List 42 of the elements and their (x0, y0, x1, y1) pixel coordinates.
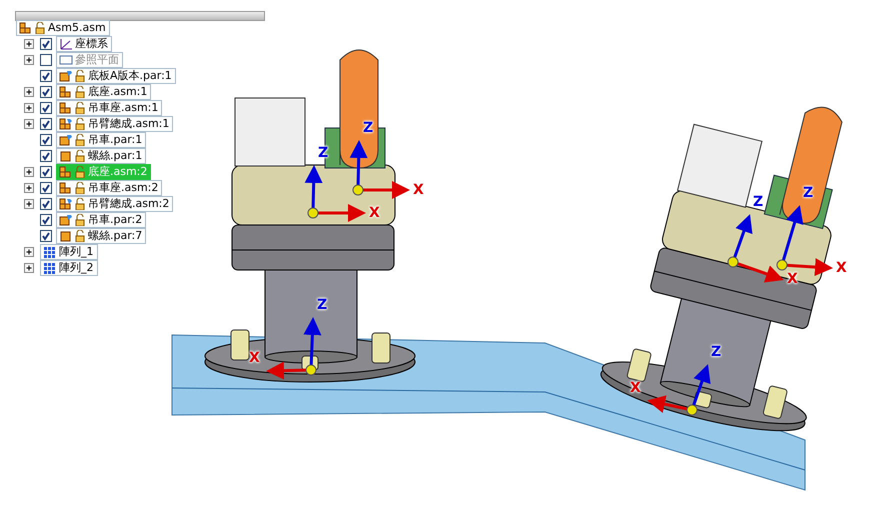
tree-item-text: 吊車.par:1 (88, 133, 142, 147)
axis-label: X (787, 272, 798, 286)
tree-item (56, 36, 112, 52)
tree-item-text: 吊臂總成.asm:2 (88, 197, 170, 211)
tree-item (40, 244, 98, 260)
tree-item-text: 陣列_1 (59, 245, 94, 259)
tree-item-text: 螺絲.par:7 (88, 229, 142, 243)
tree-item (56, 52, 123, 68)
axis-label: Z (363, 121, 374, 135)
tree-item-text: 參照平面 (75, 53, 119, 67)
axis-label: Z (711, 345, 722, 359)
axis-label: X (249, 351, 260, 365)
tree-item-text: 吊車座.asm:2 (88, 181, 158, 195)
tree-item (56, 196, 174, 212)
tree-item (56, 212, 146, 228)
tree-item (16, 20, 110, 36)
tree-item (56, 148, 146, 164)
axis-label: X (369, 206, 380, 220)
tree-item (56, 228, 146, 244)
axis-label: Z (753, 195, 764, 209)
axis-label: Z (803, 186, 814, 200)
tree-item-text: 吊臂總成.asm:1 (88, 117, 170, 131)
tree-item-text: 吊車.par:2 (88, 213, 142, 227)
tree-item (40, 260, 98, 276)
tree-item-text: 底板A版本.par:1 (88, 69, 172, 83)
tree-item-text: 座標系 (75, 37, 108, 51)
tree-item (56, 132, 146, 148)
axis-label: X (413, 183, 424, 197)
axis-label: X (836, 261, 847, 275)
tree-item-text: 螺絲.par:1 (88, 149, 142, 163)
tree-item-text: 吊車座.asm:1 (88, 101, 158, 115)
tree-item-text: Asm5.asm (48, 21, 106, 35)
tree-item (56, 84, 152, 100)
tree-item (56, 164, 152, 180)
tree-item (56, 68, 176, 84)
tree-item (56, 100, 162, 116)
tree-item-text: 陣列_2 (59, 261, 94, 275)
tree-item (56, 116, 174, 132)
tree-item (56, 180, 162, 196)
tree-item-text: 底座.asm:2 (88, 165, 148, 179)
axis-label: Z (317, 298, 328, 312)
tree-item-text: 底座.asm:1 (88, 85, 148, 99)
